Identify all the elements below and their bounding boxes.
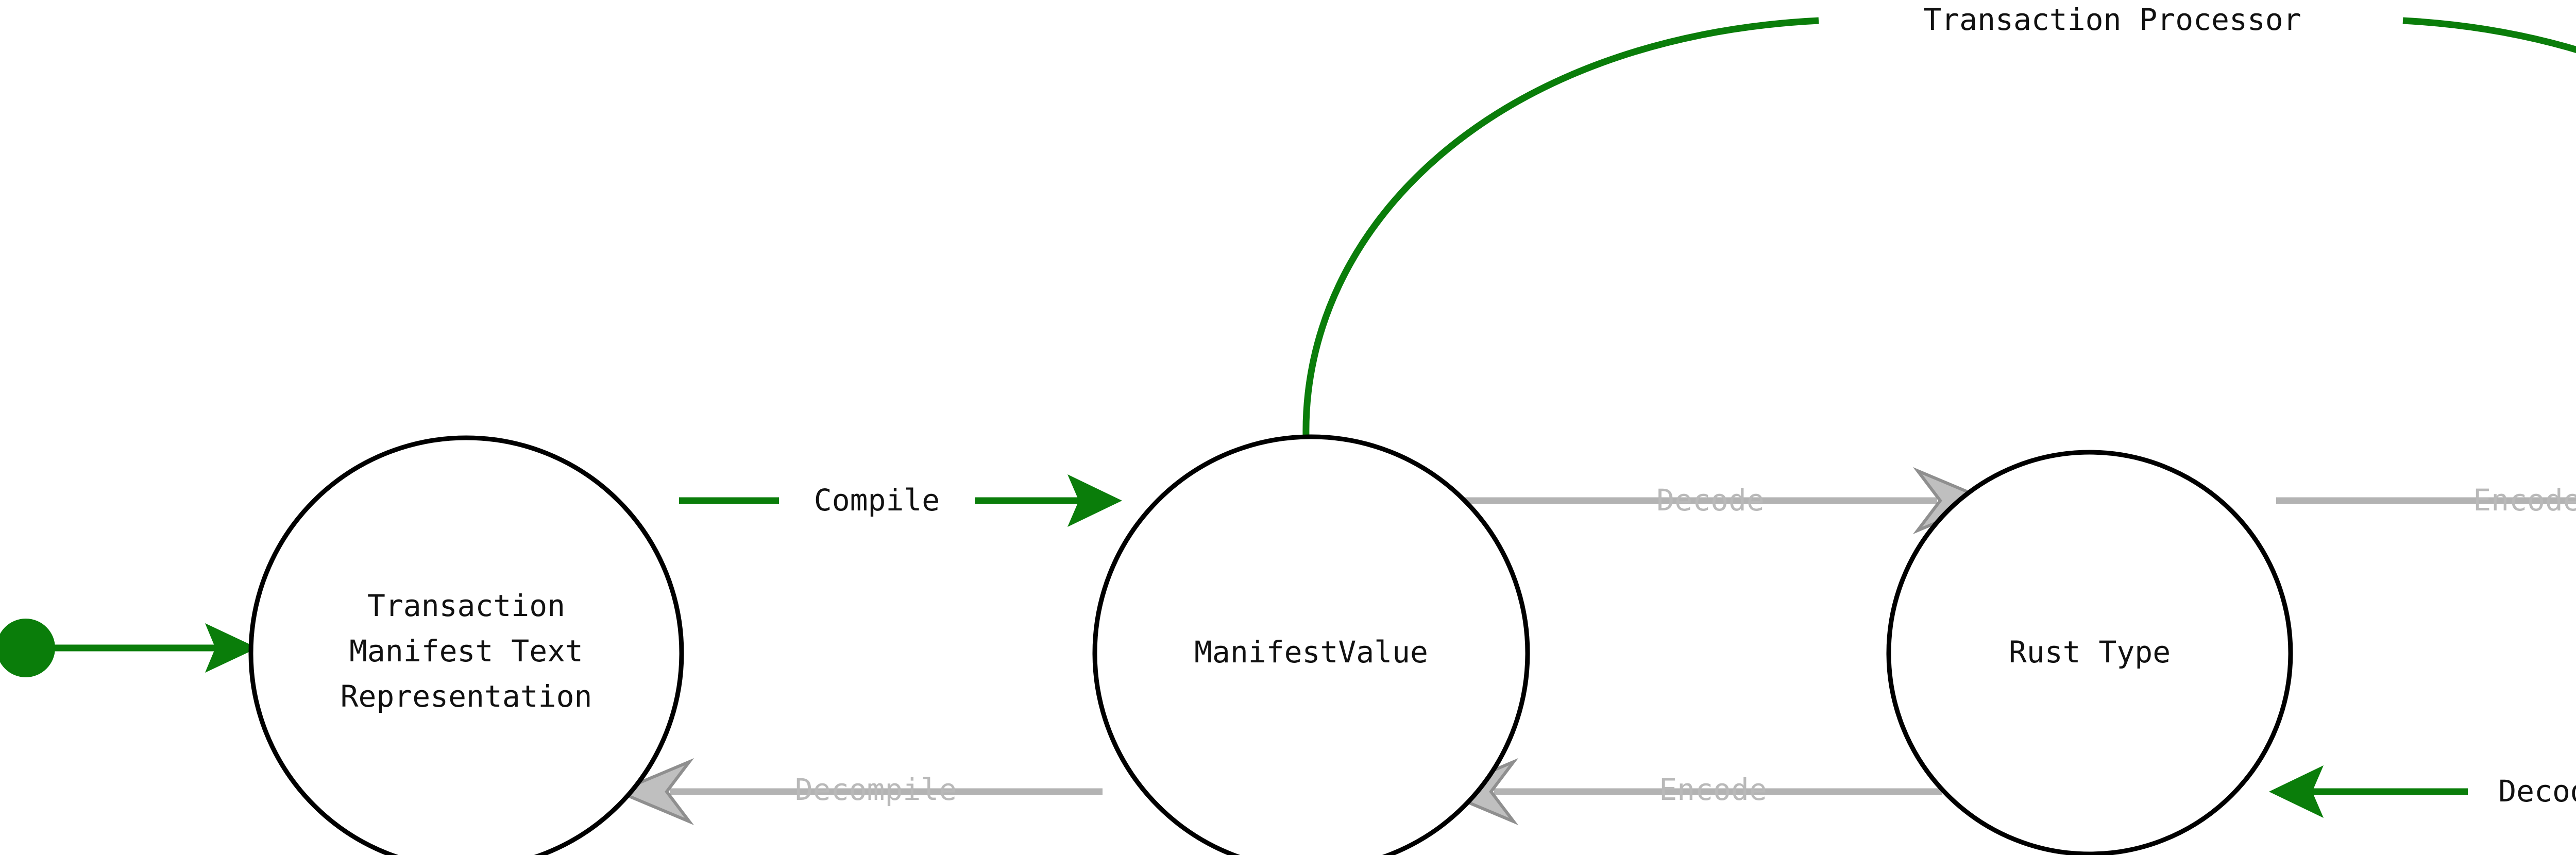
node-transaction-manifest-text[interactable]: Transaction Manifest Text Representation bbox=[248, 435, 684, 855]
edge-label-decode-bottom: Decode bbox=[2498, 774, 2576, 809]
start-dot-shape bbox=[0, 619, 55, 677]
edge-decode-bottom[interactable]: Decode bbox=[2269, 765, 2576, 818]
arrowhead-left-gray bbox=[614, 758, 694, 826]
arrowhead-right-green bbox=[205, 623, 258, 673]
edge-start-to-manifest-text[interactable] bbox=[54, 623, 258, 673]
node-label: ManifestValue bbox=[1194, 635, 1428, 670]
edge-label-transaction-processor: Transaction Processor bbox=[1923, 2, 2301, 37]
edge-compile[interactable]: Compile bbox=[679, 474, 1122, 527]
node-shape bbox=[1092, 434, 1530, 855]
node-rust-type[interactable]: Rust Type bbox=[1886, 450, 2293, 855]
node-label-line-2: Manifest Text bbox=[349, 634, 583, 669]
node-label: Rust Type bbox=[2009, 635, 2171, 670]
edge-decode-top[interactable]: Decode bbox=[1443, 467, 1993, 535]
arrowhead-left-green bbox=[2269, 765, 2324, 818]
edge-label-encode-top: Encode bbox=[2473, 483, 2576, 518]
edge-encode-bottom[interactable]: Encode bbox=[1438, 758, 1942, 826]
node-label-line-1: Transaction bbox=[367, 588, 565, 623]
edge-curve-left bbox=[1302, 17, 1819, 437]
node-start-dot[interactable] bbox=[0, 619, 55, 677]
edge-encode-top[interactable]: Encode bbox=[2276, 471, 2576, 531]
node-manifest-value[interactable]: ManifestValue bbox=[1092, 434, 1530, 855]
node-shape bbox=[248, 435, 684, 855]
edge-decompile[interactable]: Decompile bbox=[614, 758, 1103, 826]
edge-label-compile: Compile bbox=[814, 483, 940, 518]
edge-transaction-processor[interactable]: Transaction Processor bbox=[1302, 2, 2576, 437]
edge-curve-right bbox=[2402, 17, 2576, 54]
label-backdrop bbox=[2468, 773, 2576, 810]
label-backdrop bbox=[779, 482, 975, 519]
edge-label-encode-bottom: Encode bbox=[1659, 772, 1767, 807]
arrowhead-right-green bbox=[1067, 474, 1122, 527]
edge-label-decode-top: Decode bbox=[1656, 483, 1765, 518]
edge-label-decompile: Decompile bbox=[795, 772, 957, 807]
node-shape bbox=[1886, 450, 2293, 855]
node-label-line-3: Representation bbox=[341, 679, 592, 714]
